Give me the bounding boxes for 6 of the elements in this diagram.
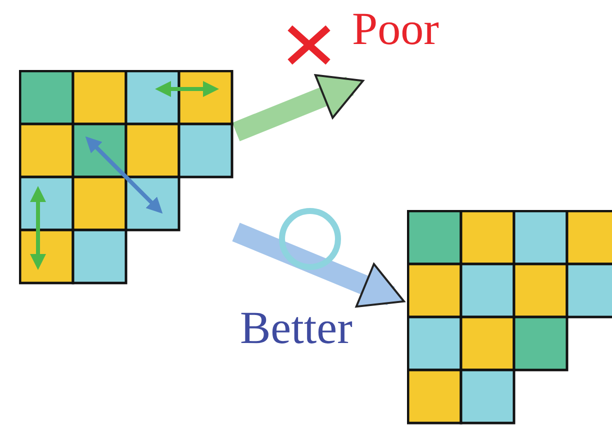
tile-grid-drawing [19,70,235,286]
edge-label: Better [240,305,352,351]
edge-label: Poor [352,6,439,52]
tile-grid-drawing [407,210,612,425]
arrow [232,74,364,142]
arrow [232,222,405,308]
